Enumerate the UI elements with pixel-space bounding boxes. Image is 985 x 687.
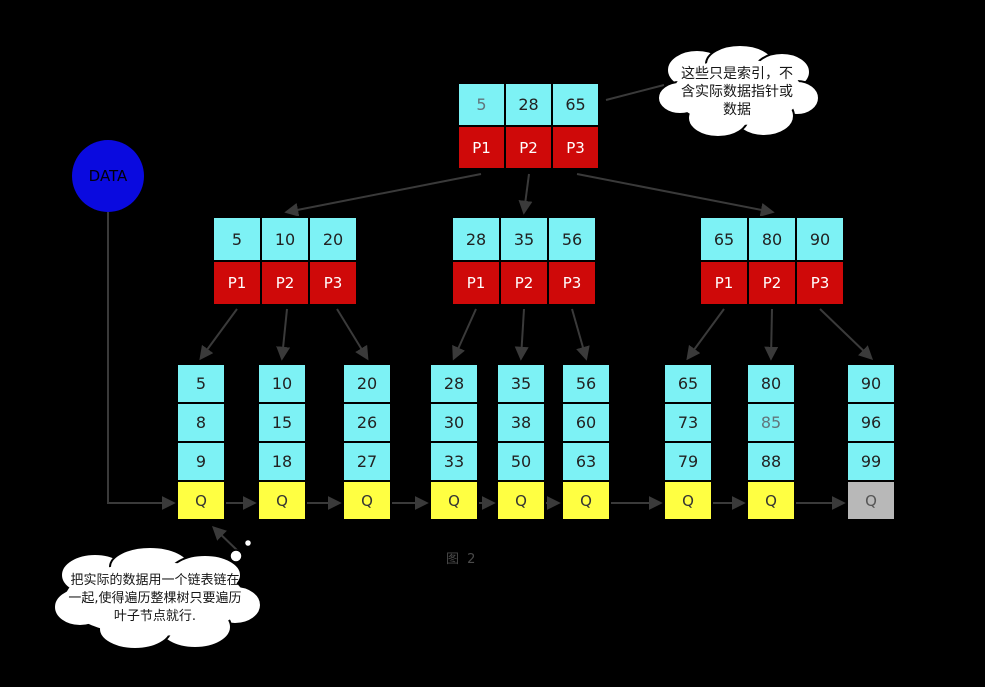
key-cell: 20 [308,216,358,262]
leaf-value-cell: 28 [429,363,479,404]
pointer-cell: P2 [499,260,549,306]
queue-cell: Q [429,480,479,521]
internal-key-row: 28 35 56 [451,216,597,262]
leaf-value-cell: 27 [342,441,392,482]
pointer-cell: P3 [308,260,358,306]
pointer-cell: P1 [457,125,506,170]
leaf-node: 35 38 50 Q [496,363,546,521]
leaf-value-cell: 50 [496,441,546,482]
leaf-node: 28 30 33 Q [429,363,479,521]
leaf-value-cell: 85 [746,402,796,443]
queue-cell: Q [257,480,307,521]
leaf-value-cell: 15 [257,402,307,443]
internal-key-row: 65 80 90 [699,216,845,262]
key-cell: 28 [451,216,501,262]
pointer-cell: P2 [747,260,797,306]
internal-pointer-row: P1 P2 P3 [451,260,597,306]
leaf-value-cell: 5 [176,363,226,404]
key-cell: 65 [551,82,600,127]
internal-pointer-row: P1 P2 P3 [212,260,358,306]
leaf-value-cell: 65 [663,363,713,404]
cloud-shape [53,546,262,650]
root-key-row: 5 28 65 [457,82,600,127]
key-cell: 56 [547,216,597,262]
key-cell: 5 [457,82,506,127]
leaf-value-cell: 26 [342,402,392,443]
key-cell: 65 [699,216,749,262]
annotation-cloud-top: 这些只是索引，不含实际数据指针或数据 [652,40,822,144]
cloud-bubble [243,538,253,548]
leaf-node: 56 60 63 Q [561,363,611,521]
internal-pointer-row: P1 P2 P3 [699,260,845,306]
key-cell: 80 [747,216,797,262]
pointer-cell: P1 [212,260,262,306]
annotation-cloud-bottom: 把实际的数据用一个链表链在一起,使得遍历整棵树只要遍历叶子节点就行. [45,543,265,655]
leaf-value-cell: 88 [746,441,796,482]
root-node: 5 28 65 P1 P2 P3 [457,82,600,170]
pointer-cell: P1 [699,260,749,306]
leaf-value-cell: 35 [496,363,546,404]
key-cell: 28 [504,82,553,127]
cloud-shape [657,44,820,138]
data-node: DATA [72,140,144,212]
pointer-cell: P2 [260,260,310,306]
internal-key-row: 5 10 20 [212,216,358,262]
leaf-value-cell: 8 [176,402,226,443]
internal-node-middle: 28 35 56 P1 P2 P3 [451,216,597,306]
leaf-node: 20 26 27 Q [342,363,392,521]
pointer-cell: P1 [451,260,501,306]
leaf-value-cell: 38 [496,402,546,443]
leaf-value-cell: 80 [746,363,796,404]
leaf-value-cell: 96 [846,402,896,443]
key-cell: 5 [212,216,262,262]
cloud-bubble [229,549,243,563]
leaf-value-cell: 18 [257,441,307,482]
pointer-cell: P2 [504,125,553,170]
leaf-value-cell: 20 [342,363,392,404]
queue-cell: Q [561,480,611,521]
queue-cell: Q [176,480,226,521]
leaf-value-cell: 33 [429,441,479,482]
queue-cell: Q [663,480,713,521]
queue-cell: Q [342,480,392,521]
leaf-node: 90 96 99 Q [846,363,896,521]
internal-node-left: 5 10 20 P1 P2 P3 [212,216,358,306]
leaf-value-cell: 99 [846,441,896,482]
leaf-value-cell: 9 [176,441,226,482]
cloud-text-top: 这些只是索引，不含实际数据指针或数据 [681,65,793,119]
key-cell: 35 [499,216,549,262]
leaf-value-cell: 10 [257,363,307,404]
leaf-node: 5 8 9 Q [176,363,226,521]
queue-cell: Q [496,480,546,521]
pointer-cell: P3 [547,260,597,306]
leaf-value-cell: 73 [663,402,713,443]
leaf-node: 65 73 79 Q [663,363,713,521]
leaf-value-cell: 30 [429,402,479,443]
internal-node-right: 65 80 90 P1 P2 P3 [699,216,845,306]
key-cell: 10 [260,216,310,262]
queue-cell-last: Q [846,480,896,521]
root-pointer-row: P1 P2 P3 [457,125,600,170]
figure-caption: 图 2 [446,552,478,567]
cloud-text-bottom: 把实际的数据用一个链表链在一起,使得遍历整棵树只要遍历叶子节点就行. [68,572,242,625]
leaf-value-cell: 79 [663,441,713,482]
leaf-value-cell: 56 [561,363,611,404]
pointer-cell: P3 [795,260,845,306]
leaf-value-cell: 60 [561,402,611,443]
pointer-cell: P3 [551,125,600,170]
data-label: DATA [88,167,128,185]
queue-cell: Q [746,480,796,521]
key-cell: 90 [795,216,845,262]
leaf-value-cell: 90 [846,363,896,404]
leaf-node: 10 15 18 Q [257,363,307,521]
leaf-node: 80 85 88 Q [746,363,796,521]
leaf-value-cell: 63 [561,441,611,482]
